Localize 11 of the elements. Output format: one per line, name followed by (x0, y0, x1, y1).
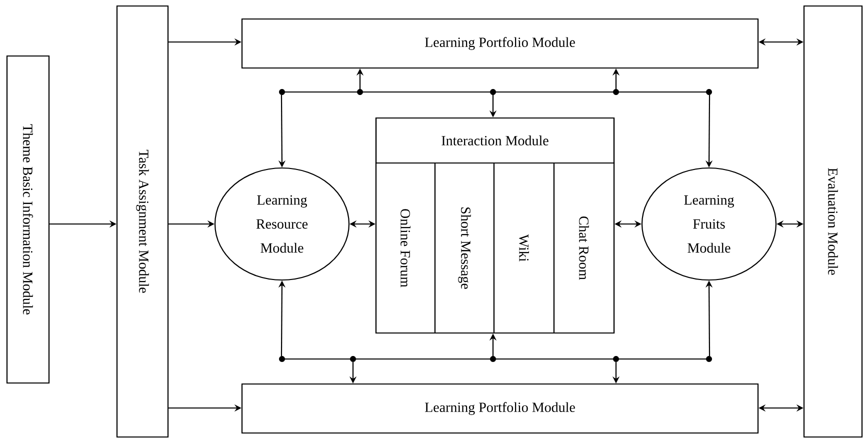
bus-line (279, 89, 712, 95)
bus-line (279, 356, 712, 362)
module-box: Task Assignment Module (116, 5, 169, 438)
column-box: Short Message (434, 162, 495, 334)
column-box: Chat Room (553, 162, 615, 334)
module-box: Evaluation Module (803, 5, 863, 438)
column-box: Online Forum (375, 162, 436, 334)
module-box: Theme Basic Information Module (6, 55, 50, 384)
module-box: Learning Portfolio Module (241, 18, 759, 69)
column-box: Wiki (493, 162, 555, 334)
module-box: Learning Portfolio Module (241, 383, 759, 434)
